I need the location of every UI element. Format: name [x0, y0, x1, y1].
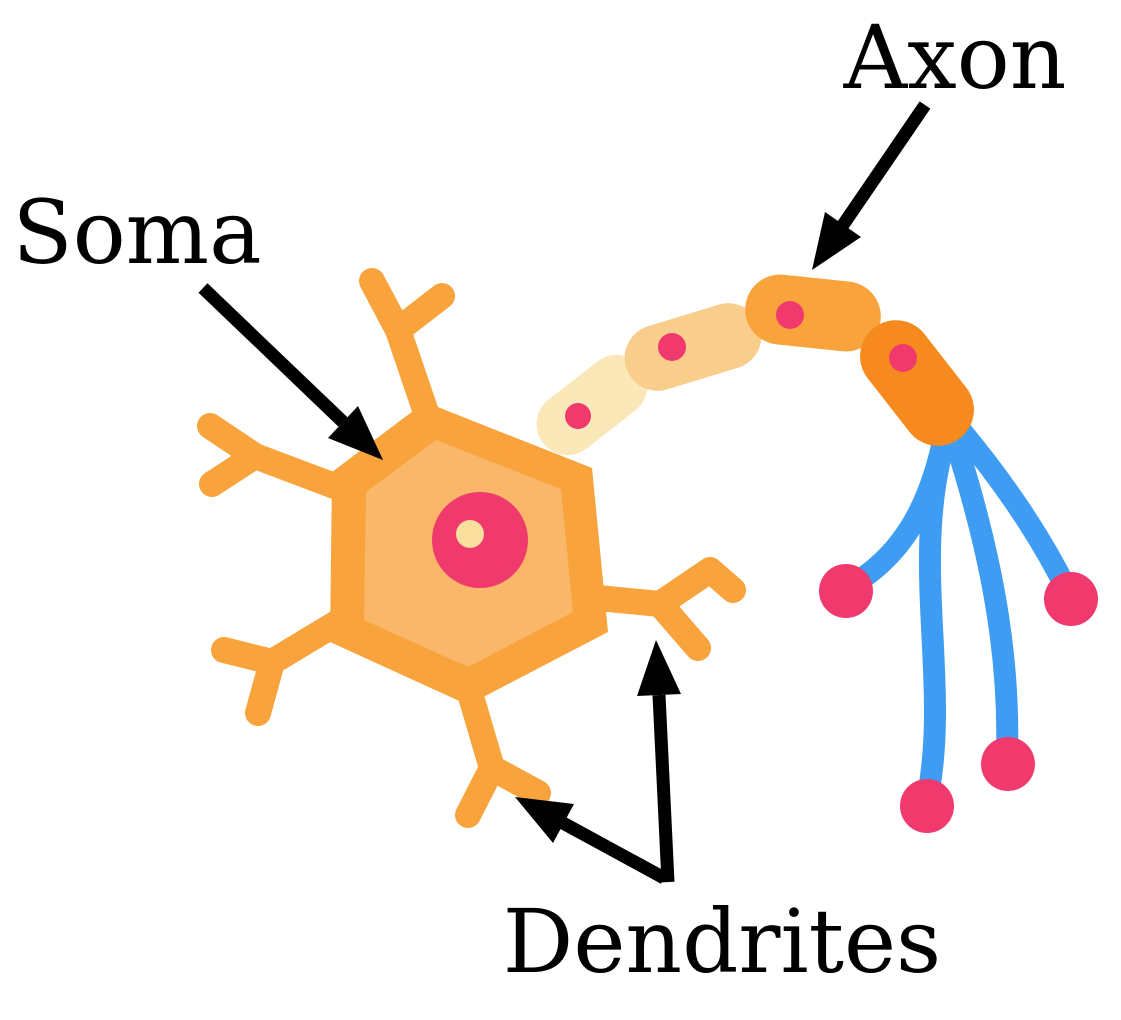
axon-node-dot-2: [658, 333, 686, 361]
axon-segment-1: [536, 354, 648, 456]
dendrites-arrow-2-head: [515, 797, 574, 843]
axon-group: [536, 274, 881, 456]
axon-segment-2: [624, 303, 762, 391]
synaptic-terminal-tip-2: [900, 779, 954, 833]
soma-group: [330, 402, 608, 705]
axon-arrow-line: [837, 101, 931, 229]
annotation-arrows-group: [198, 101, 931, 884]
soma-label: Soma: [12, 181, 261, 284]
axon-segment-3: [745, 274, 881, 352]
synaptic-terminal-tip-4: [1044, 572, 1098, 626]
dendrites-arrow-2-line: [559, 817, 668, 884]
axon-segment-4: [860, 320, 974, 446]
soma-arrow-line: [198, 283, 348, 427]
synaptic-tips-group: [819, 564, 1098, 833]
soma-arrow-head: [328, 406, 383, 460]
dendrite-branch-bottom: [455, 687, 551, 828]
labels-group: Axon Soma Dendrites: [12, 6, 1066, 993]
axon-node-dot-1: [565, 403, 591, 429]
axon-node-dot-3: [776, 301, 804, 329]
dendrites-arrow-1-line: [652, 694, 675, 883]
axon-label: Axon: [843, 6, 1067, 109]
dendrites-group: [197, 268, 746, 828]
dendrite-branch-right: [585, 557, 746, 661]
synaptic-terminal-tip-1: [819, 564, 873, 618]
axon-node-dot-4: [889, 344, 917, 372]
dendrites-label: Dendrites: [503, 890, 941, 993]
axon-terminal-branch-2: [917, 429, 956, 806]
axon-terminal-branch-3: [944, 429, 1019, 766]
nucleus-dot: [456, 520, 484, 548]
dendrite-branch-lower-left: [211, 605, 358, 726]
dendrites-arrow-1-head: [637, 640, 681, 696]
axon-arrow-head: [812, 212, 861, 270]
dendrite-branch-upper-left: [197, 413, 358, 503]
axon-terminals-group: [844, 421, 1079, 806]
synaptic-terminal-tip-3: [981, 737, 1035, 791]
